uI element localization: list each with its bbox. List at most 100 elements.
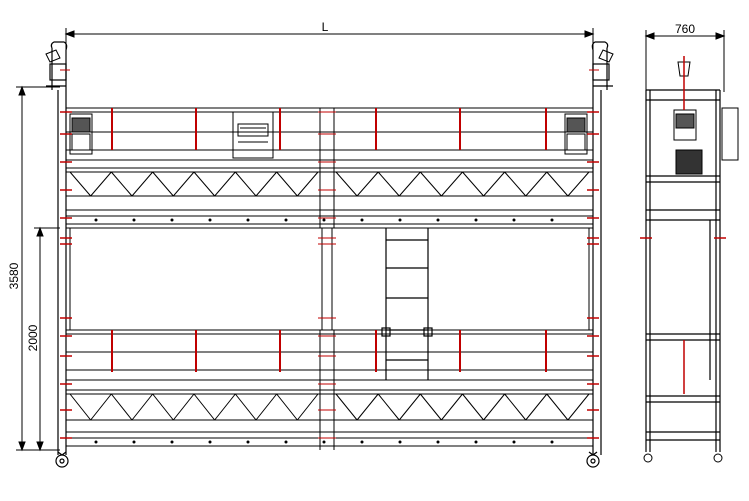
truss-diagonal (234, 393, 257, 421)
dimension-length-label: L (322, 20, 329, 34)
truss-diagonal (110, 393, 133, 421)
bolt-hole (132, 218, 136, 222)
bolt-hole (246, 218, 250, 222)
bolt-hole (360, 440, 364, 444)
truss-diagonal (462, 171, 484, 197)
dimension-deck-spacing (34, 226, 60, 452)
truss-diagonal (152, 393, 174, 421)
control-box (232, 111, 274, 159)
truss-diagonal (296, 393, 319, 421)
truss-diagonal (567, 393, 590, 421)
truss-diagonal (483, 171, 506, 197)
truss-diagonal (525, 393, 548, 421)
truss-diagonal (172, 393, 195, 421)
left-hoist-motor (69, 113, 93, 155)
bolt-hole (208, 218, 212, 222)
truss-diagonal (567, 171, 590, 197)
side-frame (645, 89, 721, 452)
dimension-width (644, 30, 726, 92)
dimension-length (64, 28, 595, 55)
lower-deck (66, 329, 593, 450)
left-end-frame (46, 41, 68, 455)
truss-diagonal (504, 171, 527, 197)
truss-diagonal (377, 171, 400, 197)
truss-diagonal (90, 393, 112, 421)
bolt-hole (512, 440, 516, 444)
bolt-hole (398, 218, 402, 222)
truss-diagonal (110, 171, 133, 197)
truss-diagonal (276, 393, 298, 421)
truss-diagonal (419, 171, 442, 197)
truss-diagonal (193, 393, 216, 421)
front-truss-details (60, 108, 599, 444)
ladder (381, 228, 433, 380)
left-wheel (55, 451, 69, 468)
bolt-hole (132, 440, 136, 444)
bolt-hole (246, 440, 250, 444)
bolt-hole (436, 218, 440, 222)
truss-diagonal (398, 393, 421, 421)
dimension-deck-spacing-label: 2000 (26, 324, 40, 351)
truss-diagonal (131, 393, 154, 421)
truss-diagonal (441, 393, 463, 421)
truss-diagonal (69, 393, 92, 421)
truss-diagonal (377, 393, 400, 421)
truss-diagonal (255, 171, 278, 197)
truss-diagonal (462, 393, 484, 421)
truss-diagonal (172, 171, 195, 197)
upper-safety-locks (45, 49, 614, 71)
truss-diagonal (214, 171, 236, 197)
truss-diagonal (419, 393, 442, 421)
bolt-hole (322, 440, 326, 444)
bolt-hole (398, 440, 402, 444)
bolt-hole (474, 440, 478, 444)
right-hoist-motor (564, 113, 588, 155)
dimension-width-label: 760 (675, 22, 695, 36)
bolt-hole (94, 218, 98, 222)
bolt-hole (284, 218, 288, 222)
truss-diagonal (441, 171, 463, 197)
truss-diagonal (398, 171, 421, 197)
bolt-hole (436, 440, 440, 444)
deck-connectors (66, 227, 593, 330)
bolt-hole (550, 218, 554, 222)
truss-diagonal (546, 171, 569, 197)
side-view (640, 56, 739, 463)
side-wheels (643, 453, 723, 463)
truss-diagonal (69, 171, 92, 197)
front-view (45, 41, 614, 468)
truss-diagonal (214, 393, 236, 421)
side-red-markers (640, 56, 726, 394)
truss-diagonal (131, 171, 154, 197)
right-end-frame (591, 41, 613, 455)
truss-diagonal (335, 171, 358, 197)
bolt-hole (284, 440, 288, 444)
truss-diagonal (152, 171, 174, 197)
bolt-hole (94, 440, 98, 444)
bolt-hole (512, 218, 516, 222)
bolt-hole (170, 218, 174, 222)
truss-diagonal (356, 171, 379, 197)
bolt-hole (208, 440, 212, 444)
upper-deck (66, 107, 593, 228)
bolt-hole (360, 218, 364, 222)
bolt-hole (474, 218, 478, 222)
truss-diagonal (296, 171, 319, 197)
truss-diagonal (483, 393, 506, 421)
truss-diagonal (525, 171, 548, 197)
truss-diagonal (546, 393, 569, 421)
truss-diagonal (90, 171, 112, 197)
dimension-total-height-label: 3580 (7, 262, 21, 289)
truss-diagonal (335, 393, 358, 421)
truss-diagonal (234, 171, 257, 197)
truss-diagonal (504, 393, 527, 421)
bolt-hole (170, 440, 174, 444)
truss-diagonal (255, 393, 278, 421)
truss-diagonal (193, 171, 216, 197)
dimension-total-height (16, 85, 60, 452)
right-wheel (586, 451, 600, 468)
bolt-hole (550, 440, 554, 444)
truss-diagonal (276, 171, 298, 197)
truss-diagonal (356, 393, 379, 421)
